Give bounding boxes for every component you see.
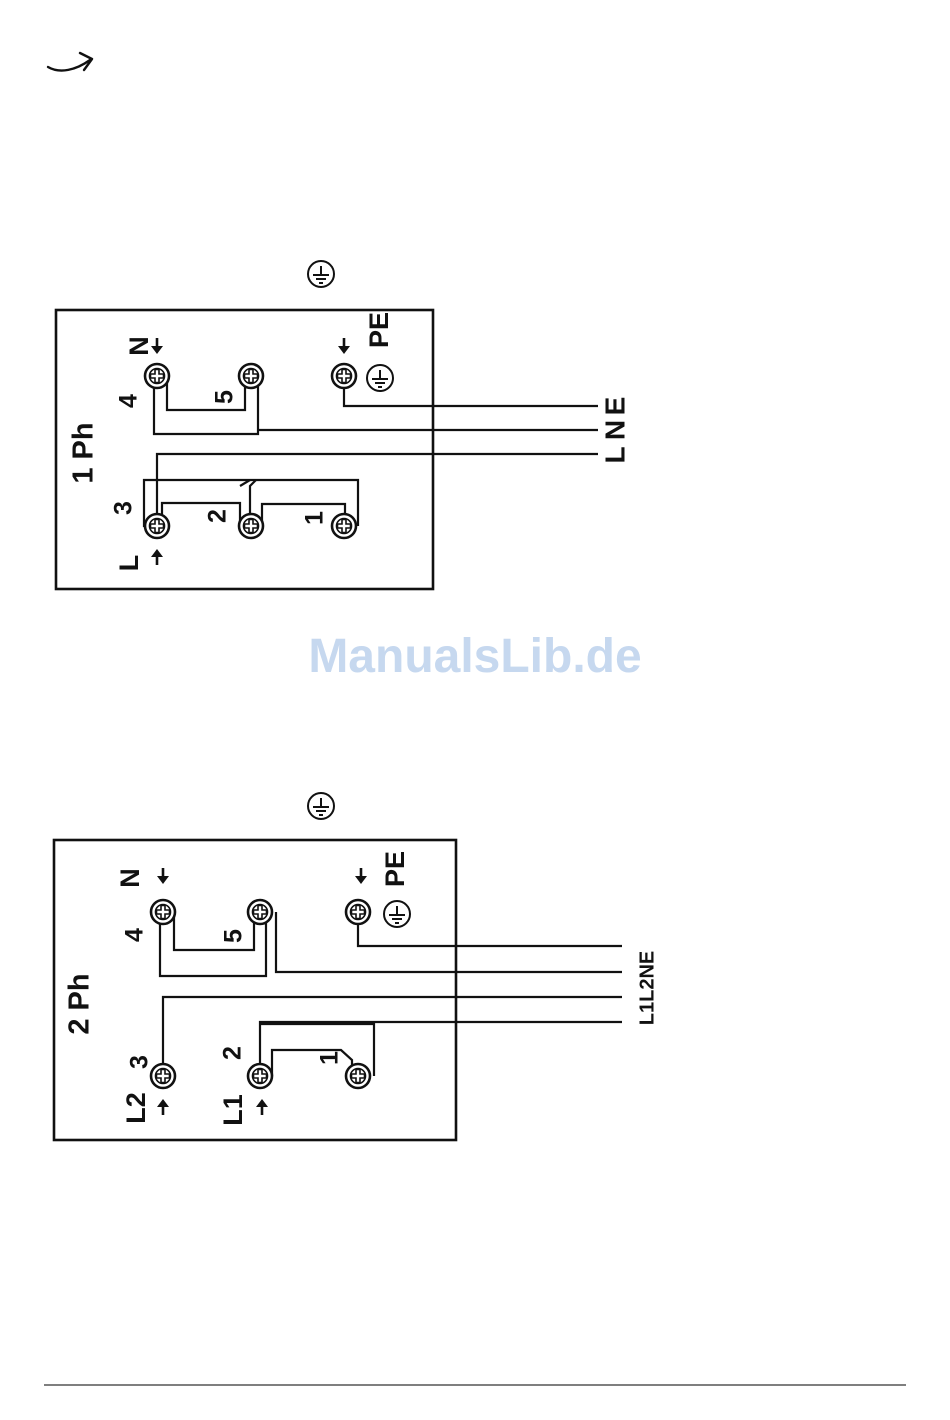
screw-terminal-icon: [151, 900, 175, 924]
label-n: N: [124, 336, 154, 356]
screw-terminal-icon: [332, 514, 356, 538]
wire-labels-l1l2ne: L1L2NE: [636, 951, 658, 1025]
curved-arrow-icon: [48, 53, 92, 71]
screw-terminal-icon: [145, 364, 169, 388]
screw-terminal-icon: [151, 1064, 175, 1088]
phase-label-1ph: 1 Ph: [68, 422, 100, 483]
terminal-number-1: 1: [316, 1051, 344, 1065]
arrow-down-icon: [355, 868, 367, 884]
label-pe: PE: [380, 851, 410, 887]
terminal-number-4: 4: [115, 394, 143, 408]
screw-terminal-icon: [248, 900, 272, 924]
label-l1: L1: [218, 1094, 248, 1126]
earth-ground-icon: [384, 901, 410, 927]
wire-label-n: N: [599, 420, 630, 440]
terminal-number-2: 2: [219, 1046, 247, 1060]
screw-terminal-icon: [346, 900, 370, 924]
terminal-number-4: 4: [121, 928, 149, 942]
diagram-1ph: N PE 4 5 1 Ph 3 2 1 L E N L: [56, 261, 630, 589]
watermark: ManualsLib.de: [308, 630, 641, 683]
terminal-number-3: 3: [126, 1055, 154, 1069]
terminal-number-5: 5: [220, 929, 248, 943]
screw-terminal-icon: [239, 514, 263, 538]
terminal-number-1: 1: [301, 511, 329, 525]
arrow-up-icon: [157, 1099, 169, 1115]
terminal-number-2: 2: [204, 509, 232, 523]
label-pe: PE: [364, 312, 394, 348]
label-l: L: [114, 555, 144, 572]
label-n: N: [115, 868, 145, 888]
screw-terminal-icon: [145, 514, 169, 538]
diagram-2ph: N PE 4 5 2 Ph 3 2 1 L2 L1 L1L2NE: [54, 793, 658, 1140]
label-l2: L2: [121, 1092, 151, 1124]
arrow-down-icon: [157, 868, 169, 884]
terminal-block-1ph: [56, 310, 433, 589]
arrow-up-icon: [151, 549, 163, 565]
phase-label-2ph: 2 Ph: [64, 973, 96, 1034]
earth-ground-icon: [308, 793, 334, 819]
arrow-up-icon: [256, 1099, 268, 1115]
screw-terminal-icon: [332, 364, 356, 388]
screw-terminal-icon: [248, 1064, 272, 1088]
earth-ground-icon: [308, 261, 334, 287]
wire-label-l: L: [599, 446, 630, 463]
screw-terminal-icon: [346, 1064, 370, 1088]
wire-label-e: E: [599, 397, 630, 416]
arrow-down-icon: [338, 338, 350, 354]
terminal-number-3: 3: [110, 501, 138, 515]
earth-ground-icon: [367, 365, 393, 391]
screw-terminal-icon: [239, 364, 263, 388]
terminal-number-5: 5: [211, 390, 239, 404]
